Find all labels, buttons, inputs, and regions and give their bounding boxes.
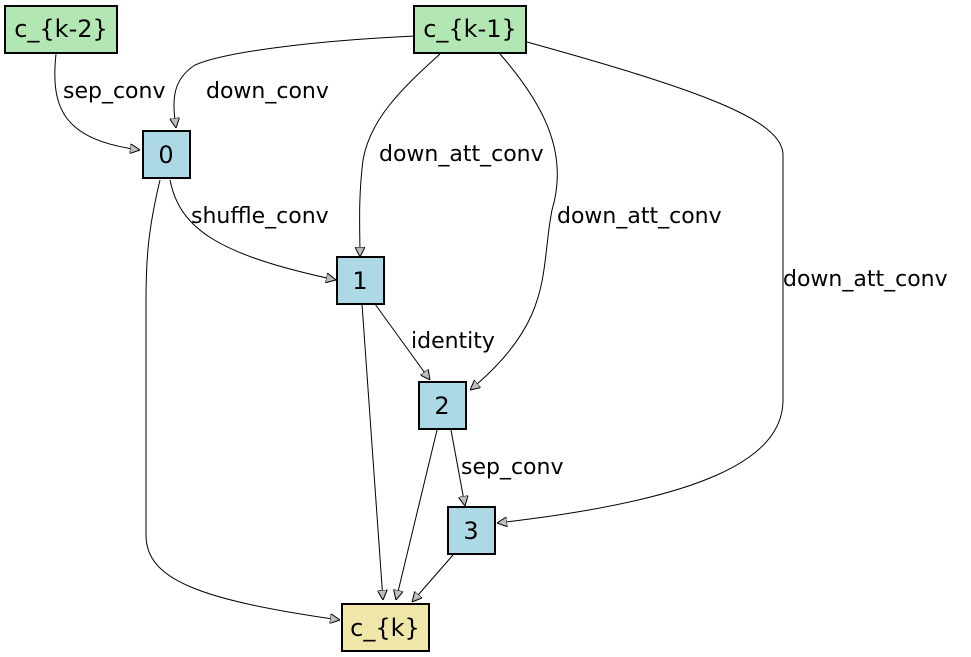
edge-ck1-to-2: [470, 53, 558, 390]
node-0: 0: [142, 130, 191, 179]
node-c-k-2: c_{k-2}: [4, 5, 118, 54]
edge-ck2-to-0: [54, 53, 140, 150]
edge-label-ck1-2: down_att_conv: [557, 204, 722, 229]
edge-1-to-2: [374, 303, 430, 380]
node-2: 2: [418, 381, 467, 430]
node-c-k-label: c_{k}: [350, 614, 420, 642]
edge-ck1-to-3: [497, 41, 784, 523]
node-c-k-2-box: [4, 5, 118, 54]
node-3-box: [447, 506, 496, 555]
edge-label-ck1-3: down_att_conv: [783, 267, 948, 292]
edge-ck1-to-0: [174, 35, 416, 128]
edge-3-to-ck: [412, 554, 454, 602]
node-3: 3: [447, 506, 496, 555]
node-1: 1: [336, 256, 385, 305]
node-c-k-1-box: [413, 5, 527, 54]
edge-ck1-to-1: [360, 53, 441, 257]
node-2-box: [418, 381, 467, 430]
node-1-label: 1: [352, 267, 367, 295]
node-3-label: 3: [463, 517, 478, 545]
node-0-box: [142, 130, 191, 179]
node-c-k-2-label: c_{k-2}: [14, 15, 108, 43]
node-2-label: 2: [434, 392, 449, 420]
edge-2-to-3: [450, 429, 465, 506]
edge-label-ck1-0: down_conv: [206, 79, 329, 104]
edge-label-2-3: sep_conv: [461, 455, 563, 480]
edge-0-to-ck: [145, 179, 340, 620]
node-c-k-1-label: c_{k-1}: [423, 15, 517, 43]
node-c-k: c_{k}: [341, 603, 430, 652]
node-0-label: 0: [158, 141, 173, 169]
edge-label-1-2: identity: [411, 329, 495, 354]
edge-label-ck1-1: down_att_conv: [379, 142, 544, 167]
node-c-k-1: c_{k-1}: [413, 5, 527, 54]
edge-label-0-1: shuffle_conv: [191, 204, 329, 229]
node-c-k-box: [341, 603, 430, 652]
node-1-box: [336, 256, 385, 305]
edge-0-to-1: [169, 179, 336, 280]
edges: [54, 35, 784, 620]
edge-label-ck2-0: sep_conv: [63, 79, 165, 104]
edge-labels: sep_conv down_conv down_att_conv down_at…: [63, 79, 948, 480]
edge-2-to-ck: [396, 429, 438, 600]
edge-1-to-ck: [361, 303, 383, 600]
